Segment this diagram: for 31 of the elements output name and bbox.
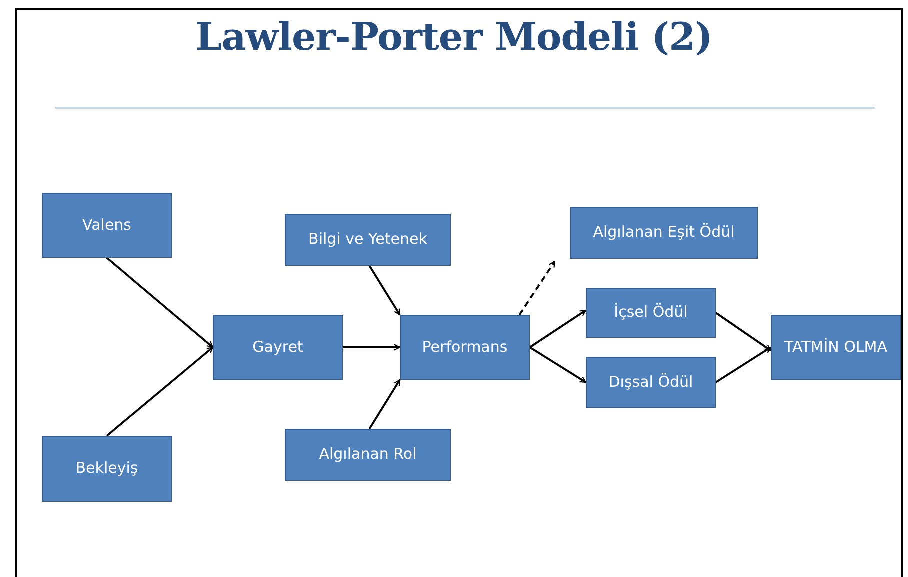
box-label: Bekleyiş [76, 459, 138, 479]
arrow [106, 346, 214, 437]
process-box [570, 207, 758, 259]
process-box [586, 357, 716, 408]
process-box [285, 429, 451, 481]
title: Lawler-Porter Modeli (2) [195, 14, 712, 59]
box-label: Algılanan Rol [319, 445, 417, 465]
process-box [285, 214, 451, 266]
box-label: Algılanan Eşit Ödül [593, 223, 735, 243]
arrow [529, 346, 587, 384]
process-box [586, 288, 716, 338]
arrow [368, 265, 401, 316]
arrow [106, 257, 214, 348]
arrow [343, 344, 401, 351]
arrow [715, 346, 772, 384]
process-box [400, 315, 530, 380]
arrow [368, 379, 401, 430]
box-label: İçsel Ödül [614, 303, 688, 323]
process-box [42, 436, 172, 502]
arrow [518, 261, 556, 316]
process-box [213, 315, 343, 380]
box-label: Gayret [252, 338, 304, 358]
box-label: TATMİN OLMA [784, 338, 888, 358]
box-label: Valens [82, 216, 132, 236]
process-box [771, 315, 901, 380]
process-box [42, 193, 172, 258]
arrow [715, 312, 772, 352]
box-label: Bilgi ve Yetenek [308, 230, 428, 250]
box-label: Dışsal Ödül [608, 372, 694, 392]
box-label: Performans [422, 338, 508, 358]
arrow [529, 310, 587, 348]
